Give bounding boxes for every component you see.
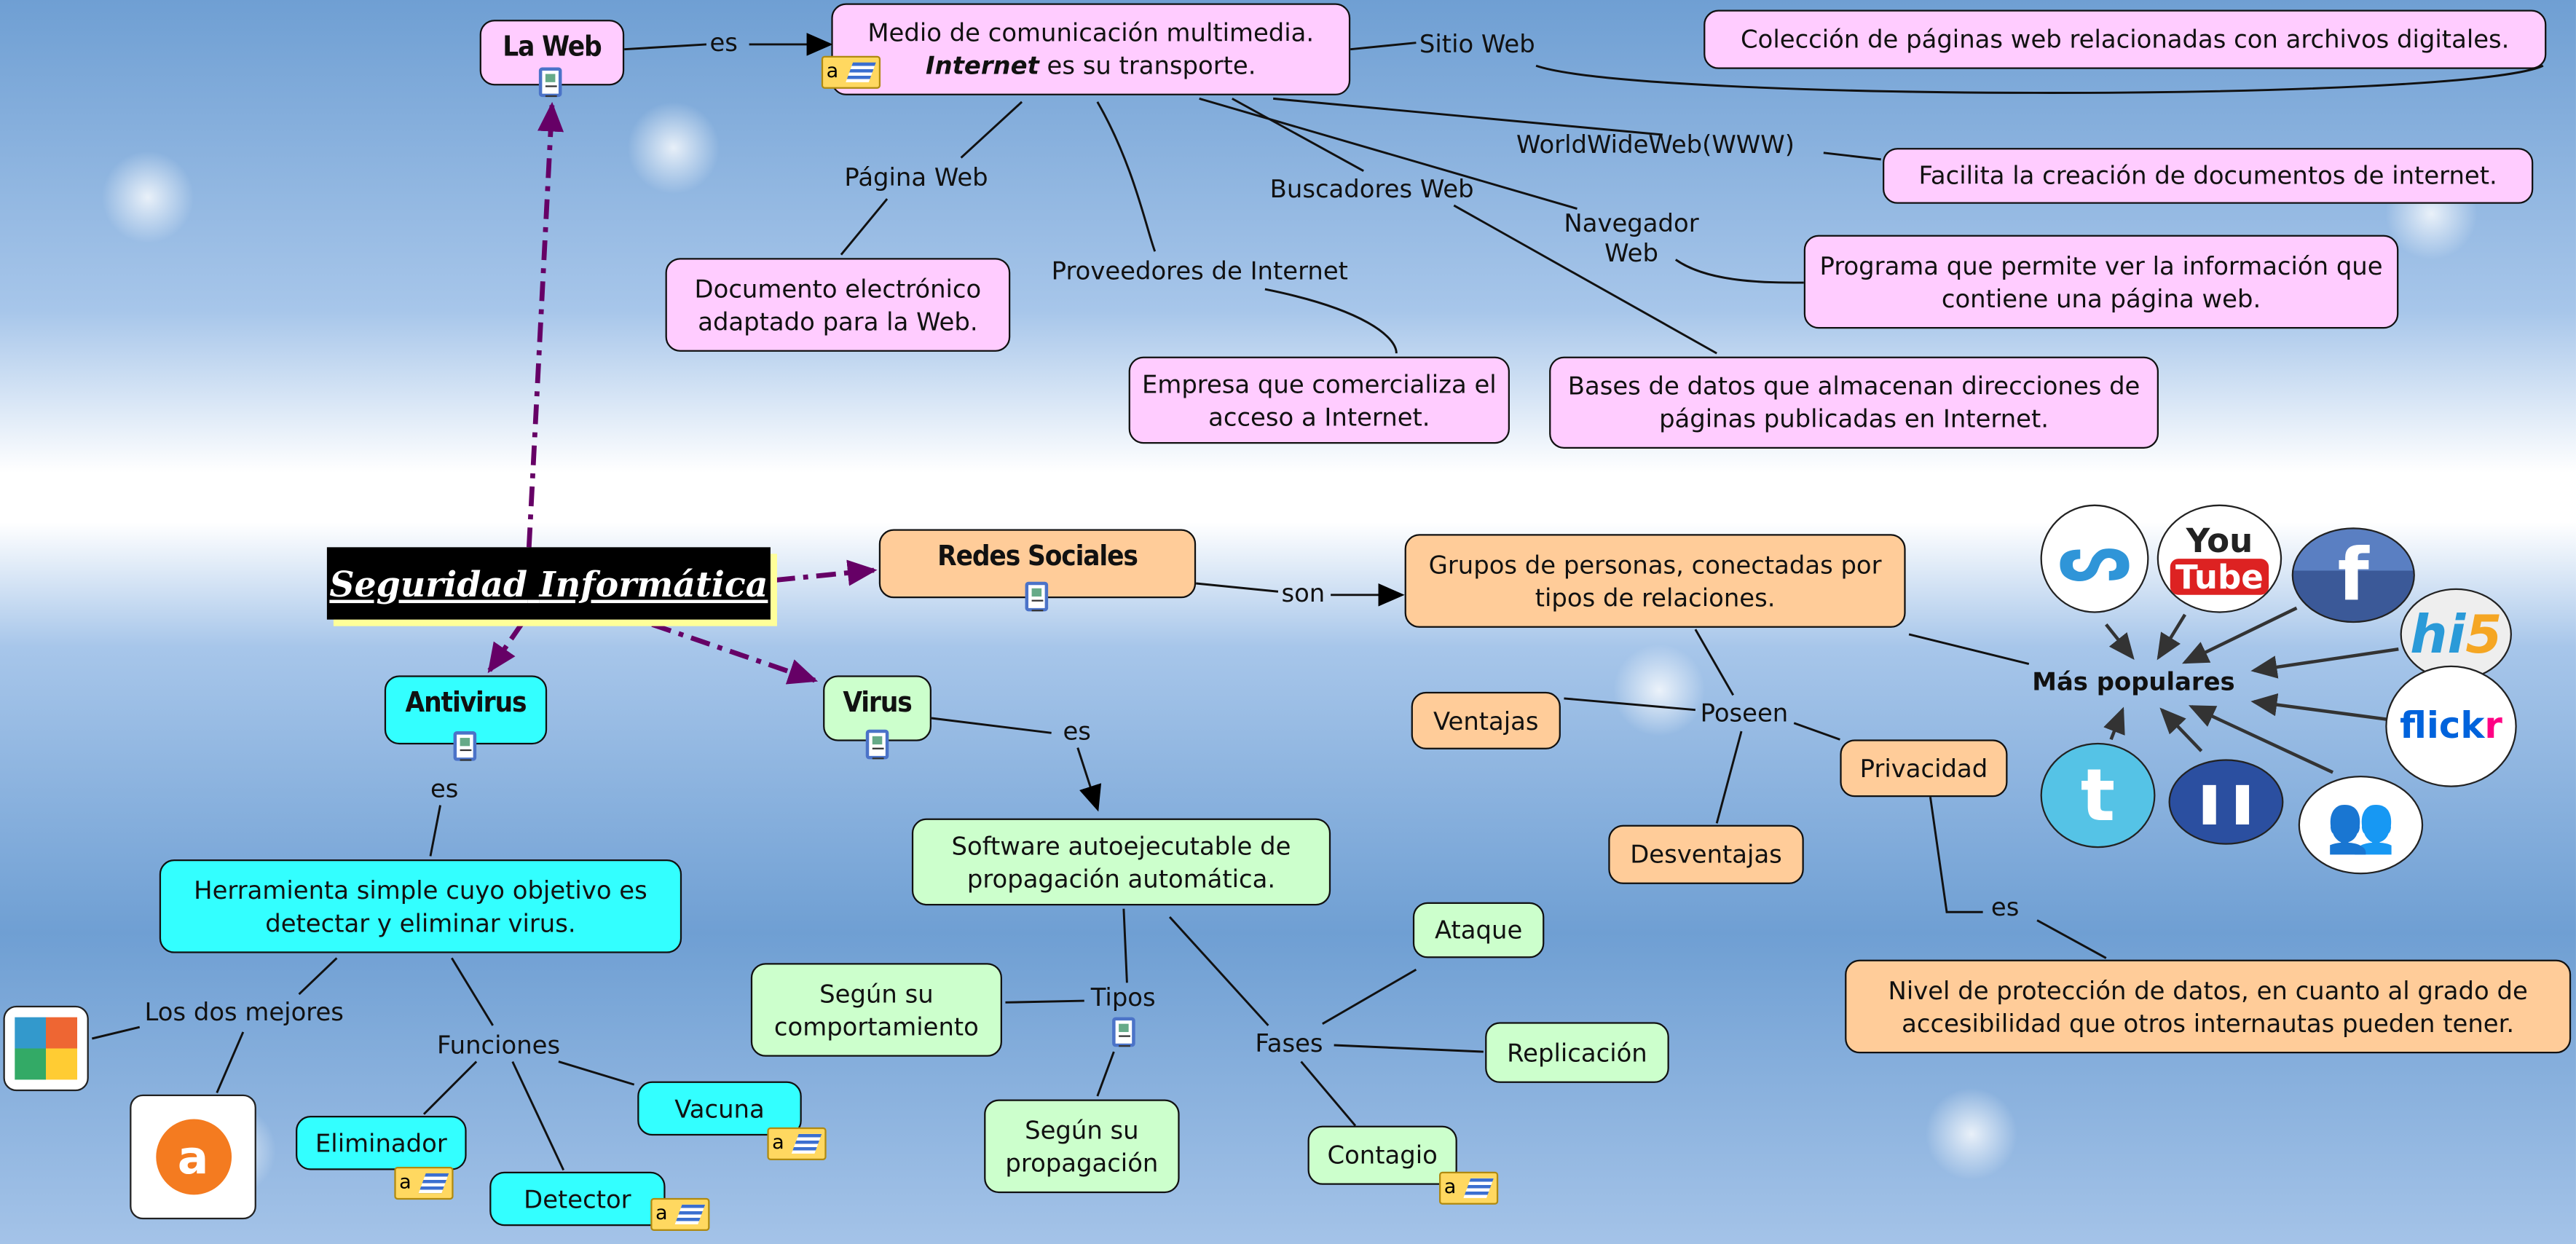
node-label: Virus: [843, 687, 912, 720]
flickr-text: r: [2484, 706, 2502, 747]
avg-logo-graphic: [15, 1017, 78, 1080]
internet-bold: Internet: [926, 50, 1039, 81]
node-ventajas[interactable]: Ventajas: [1411, 691, 1561, 749]
concept-fases: Fases: [1255, 1028, 1323, 1059]
concept-sitio-web: Sitio Web: [1419, 29, 1535, 60]
note-document-icon[interactable]: [1112, 1017, 1135, 1047]
main-topic-title[interactable]: Seguridad Informática: [326, 547, 771, 620]
twitter-logo-icon[interactable]: t: [2040, 742, 2156, 849]
node-buscadores-def[interactable]: Bases de datos que almacenan direcciones…: [1549, 356, 2159, 449]
youtube-text: Tube: [2170, 559, 2269, 595]
hi5-text: 5: [2465, 603, 2502, 666]
node-web-definition[interactable]: Medio de comunicación multimedia. Intern…: [831, 3, 1351, 95]
node-label: La Web: [503, 31, 602, 64]
concept-buscadores: Buscadores Web: [1269, 174, 1474, 204]
label-line: Navegador: [1564, 208, 1699, 239]
link-es-privacidad: es: [1990, 892, 2020, 922]
avg-logo-icon[interactable]: [3, 1005, 89, 1092]
facebook-logo-icon[interactable]: f: [2291, 527, 2415, 623]
definition-line: Medio de comunicación multimedia.: [867, 17, 1315, 48]
node-eliminador[interactable]: Eliminador: [296, 1116, 467, 1170]
flickr-text: flick: [2400, 706, 2485, 747]
concept-www: WorldWideWeb(WWW): [1516, 130, 1795, 160]
node-replicacion[interactable]: Replicación: [1485, 1022, 1669, 1083]
title-word: Informática: [539, 562, 768, 605]
myspace-logo-icon[interactable]: ❚❚: [2168, 759, 2284, 845]
note-document-icon[interactable]: [865, 729, 889, 760]
node-vacuna[interactable]: Vacuna: [637, 1081, 802, 1136]
annotation-pencil-icon[interactable]: a: [394, 1166, 454, 1200]
node-label: Antivirus: [405, 687, 527, 720]
node-label: Redes Sociales: [937, 540, 1138, 574]
definition-line: Internet es su transporte.: [926, 50, 1256, 82]
msn-logo-icon[interactable]: 👥: [2298, 775, 2424, 875]
concept-proveedores: Proveedores de Internet: [1051, 256, 1348, 286]
annotation-pencil-icon[interactable]: a: [1438, 1171, 1499, 1205]
concept-funciones: Funciones: [437, 1030, 561, 1060]
note-document-icon[interactable]: [538, 67, 562, 98]
avast-logo-graphic: a: [155, 1119, 231, 1195]
node-contagio[interactable]: Contagio: [1307, 1125, 1457, 1185]
link-son: son: [1281, 578, 1326, 608]
concept-poseen: Poseen: [1700, 698, 1789, 728]
link-es-web: es: [709, 28, 738, 58]
annotation-pencil-icon[interactable]: a: [821, 55, 881, 89]
node-segun-comportamiento[interactable]: Según su comportamiento: [750, 963, 1002, 1057]
link-es-antivirus: es: [430, 773, 459, 804]
node-sitio-web-def[interactable]: Colección de páginas web relacionadas co…: [1703, 9, 2547, 69]
link-es-virus: es: [1063, 716, 1091, 747]
node-privacidad[interactable]: Privacidad: [1840, 739, 2008, 798]
sonico-logo-icon[interactable]: ᔕ: [2040, 504, 2149, 613]
node-ataque[interactable]: Ataque: [1412, 902, 1545, 958]
note-document-icon[interactable]: [453, 731, 477, 761]
annotation-pencil-icon[interactable]: a: [650, 1197, 710, 1231]
node-www-def[interactable]: Facilita la creación de documentos de in…: [1883, 148, 2534, 204]
node-proveedores-def[interactable]: Empresa que comercializa el acceso a Int…: [1128, 356, 1510, 444]
definition-text: es su transporte.: [1039, 50, 1256, 81]
node-privacidad-def[interactable]: Nivel de protección de datos, en cuanto …: [1845, 959, 2572, 1054]
hi5-text: hi: [2410, 603, 2466, 666]
node-redes-def[interactable]: Grupos de personas, conectadas por tipos…: [1404, 534, 1906, 628]
node-navegador-def[interactable]: Programa que permite ver la información …: [1803, 235, 2399, 329]
label-line: Web: [1604, 238, 1658, 268]
node-desventajas[interactable]: Desventajas: [1608, 824, 1804, 884]
concept-mas-populares: Más populares: [2032, 667, 2235, 697]
youtube-text: You: [2186, 521, 2253, 561]
avast-logo-icon[interactable]: a: [130, 1094, 256, 1220]
node-virus-def[interactable]: Software autoejecutable de propagación a…: [911, 818, 1331, 906]
node-segun-propagacion[interactable]: Según su propagación: [984, 1099, 1180, 1194]
annotation-pencil-icon[interactable]: a: [767, 1127, 827, 1160]
node-detector[interactable]: Detector: [489, 1171, 666, 1227]
node-antivirus-def[interactable]: Herramienta simple cuyo objetivo es dete…: [159, 859, 682, 953]
title-word: Seguridad: [329, 562, 528, 605]
note-document-icon[interactable]: [1025, 581, 1049, 612]
concept-tipos: Tipos: [1090, 983, 1156, 1012]
concept-los-dos-mejores: Los dos mejores: [144, 997, 344, 1028]
node-la-web[interactable]: La Web: [479, 20, 625, 86]
node-pagina-web-def[interactable]: Documento electrónico adaptado para la W…: [665, 258, 1011, 352]
concept-pagina-web: Página Web: [844, 162, 988, 192]
